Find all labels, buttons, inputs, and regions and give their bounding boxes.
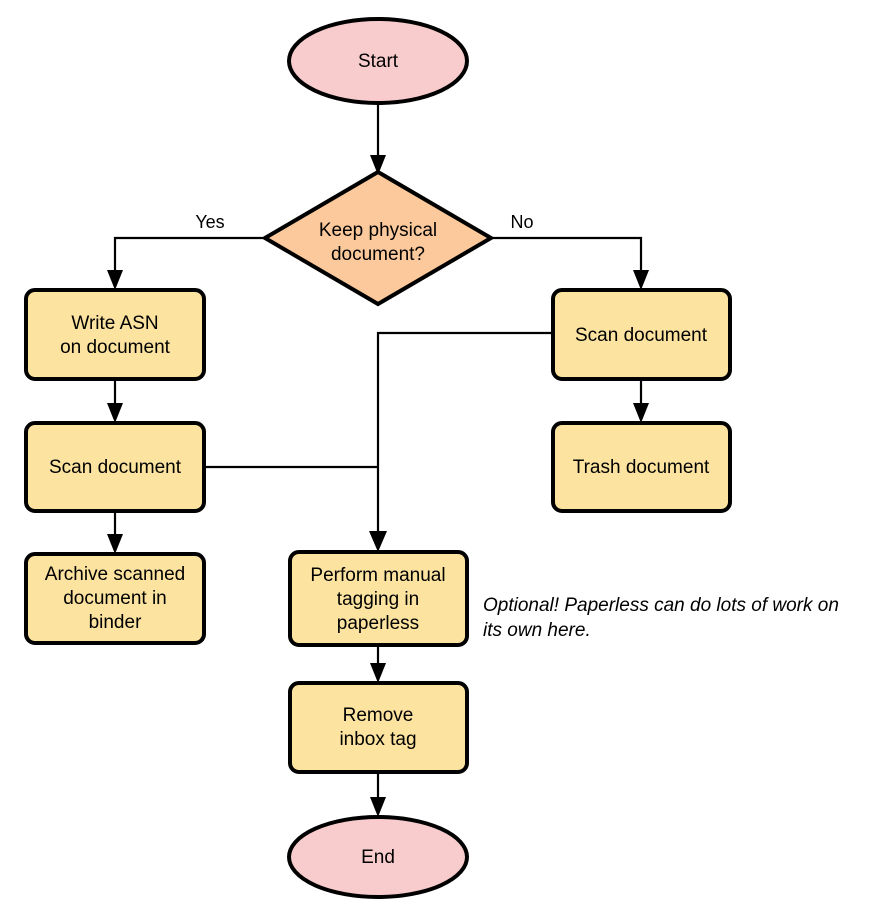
edge-decision-to-scan-right: [493, 236, 649, 290]
write-asn-label-line2: on document: [60, 337, 171, 358]
edge-label-no: No: [510, 212, 533, 232]
edge-decision-to-write-asn: [107, 236, 263, 290]
tagging-label-line1: Perform manual: [310, 565, 445, 586]
node-trash-document[interactable]: Trash document: [551, 421, 732, 513]
edge-scan-right-to-trash: [633, 379, 649, 423]
edge-scan-left-to-archive: [107, 511, 123, 554]
start-label: Start: [358, 51, 399, 72]
node-start[interactable]: Start: [287, 17, 469, 105]
scan-document-left-box: [24, 421, 206, 513]
tagging-label-line2: tagging in: [337, 589, 419, 610]
write-asn-label-line1: Write ASN: [71, 313, 158, 334]
decision-label-line1: Keep physical: [319, 220, 437, 241]
remove-inbox-label-line1: Remove: [343, 705, 414, 726]
archive-label-line2: document in: [63, 588, 167, 609]
edge-write-asn-to-scan-left: [107, 379, 123, 423]
decision-diamond: [261, 169, 495, 307]
tagging-box: [288, 550, 469, 647]
remove-inbox-tag-box: [288, 681, 469, 774]
start-ellipse: [287, 17, 469, 105]
node-end[interactable]: End: [287, 815, 469, 899]
connector-layer: [107, 103, 649, 817]
decision-label-line2: document?: [331, 244, 425, 265]
edge-scan-right-to-tagging: [376, 331, 553, 541]
node-perform-manual-tagging[interactable]: Perform manual tagging in paperless: [288, 550, 469, 647]
edge-start-to-decision: [370, 103, 386, 175]
end-ellipse: [287, 815, 469, 899]
annotation-line2: its own here.: [483, 620, 591, 641]
edge-label-yes: Yes: [195, 212, 224, 232]
node-decision-keep-physical-document[interactable]: Keep physical document?: [261, 169, 495, 307]
scan-document-right-label: Scan document: [575, 325, 708, 346]
annotation-line1: Optional! Paperless can do lots of work …: [483, 595, 839, 616]
trash-document-box: [551, 421, 732, 513]
trash-document-label: Trash document: [573, 457, 710, 478]
tagging-label-line3: paperless: [337, 613, 419, 634]
write-asn-box: [24, 288, 206, 381]
end-label: End: [361, 847, 395, 868]
node-remove-inbox-tag[interactable]: Remove inbox tag: [288, 681, 469, 774]
edge-merge-arrowhead: [369, 531, 387, 552]
remove-inbox-label-line2: inbox tag: [339, 729, 416, 750]
annotation-optional-note: Optional! Paperless can do lots of work …: [483, 595, 839, 641]
scan-document-left-label: Scan document: [49, 457, 182, 478]
node-write-asn-on-document[interactable]: Write ASN on document: [24, 288, 206, 381]
archive-label-line3: binder: [89, 612, 142, 633]
edge-tagging-to-remove-inbox: [370, 645, 386, 683]
node-scan-document-right[interactable]: Scan document: [551, 288, 732, 381]
archive-box: [24, 552, 206, 645]
scan-document-right-box: [551, 288, 732, 381]
node-scan-document-left[interactable]: Scan document: [24, 421, 206, 513]
edge-remove-inbox-to-end: [370, 772, 386, 817]
node-archive-scanned-document[interactable]: Archive scanned document in binder: [24, 552, 206, 645]
archive-label-line1: Archive scanned: [45, 564, 185, 585]
